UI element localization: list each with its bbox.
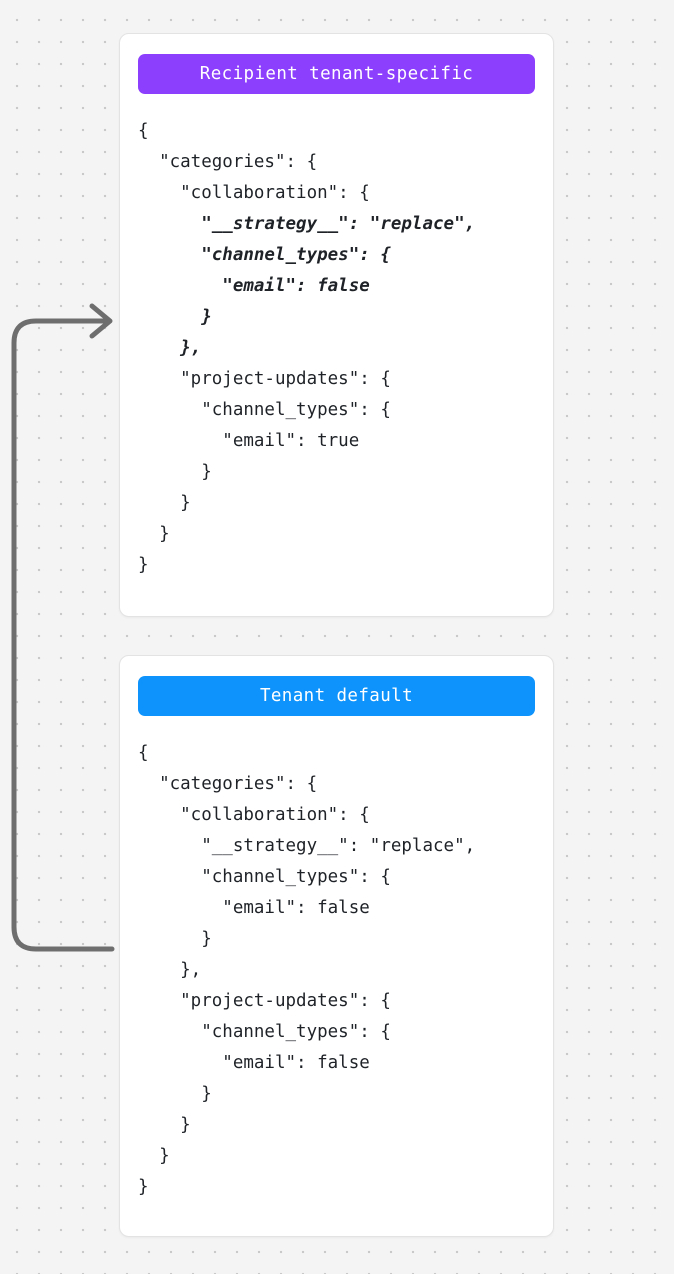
code-line: } — [138, 1177, 149, 1197]
code-line: "email": false — [138, 898, 370, 918]
code-line: "channel_types": { — [138, 245, 391, 265]
code-line: { — [138, 743, 149, 763]
fallback-arrow-path — [11, 318, 115, 952]
code-line: "channel_types": { — [138, 1022, 391, 1042]
code-line: } — [138, 524, 170, 544]
code-block-tenant-default: { "categories": { "collaboration": { "__… — [138, 738, 535, 1203]
code-line: "email": false — [138, 276, 370, 296]
code-line: } — [138, 307, 212, 327]
card-header-recipient: Recipient tenant-specific — [138, 54, 535, 94]
code-line: "email": true — [138, 431, 360, 451]
code-line: "channel_types": { — [138, 867, 391, 887]
code-line: "project-updates": { — [138, 991, 391, 1011]
code-line: }, — [138, 960, 202, 980]
code-line: } — [138, 929, 212, 949]
card-tenant-default: Tenant default { "categories": { "collab… — [119, 655, 554, 1237]
code-line: "collaboration": { — [138, 805, 370, 825]
code-line: } — [138, 462, 212, 482]
code-line: } — [138, 1146, 170, 1166]
code-line: } — [138, 1084, 212, 1104]
fallback-arrow-head — [89, 303, 113, 339]
code-line: } — [138, 555, 149, 575]
code-line: "categories": { — [138, 774, 318, 794]
code-line: } — [138, 1115, 191, 1135]
code-line: { — [138, 121, 149, 141]
code-line: "email": false — [138, 1053, 370, 1073]
code-line: "project-updates": { — [138, 369, 391, 389]
code-line: "collaboration": { — [138, 183, 370, 203]
code-block-recipient: { "categories": { "collaboration": { "__… — [138, 116, 535, 581]
card-recipient-tenant-specific: Recipient tenant-specific { "categories"… — [119, 33, 554, 617]
code-line: "__strategy__": "replace", — [138, 214, 476, 234]
code-line: "__strategy__": "replace", — [138, 836, 476, 856]
code-line: "channel_types": { — [138, 400, 391, 420]
code-line: } — [138, 493, 191, 513]
code-line: }, — [138, 338, 202, 358]
code-line: "categories": { — [138, 152, 318, 172]
card-header-tenant-default: Tenant default — [138, 676, 535, 716]
